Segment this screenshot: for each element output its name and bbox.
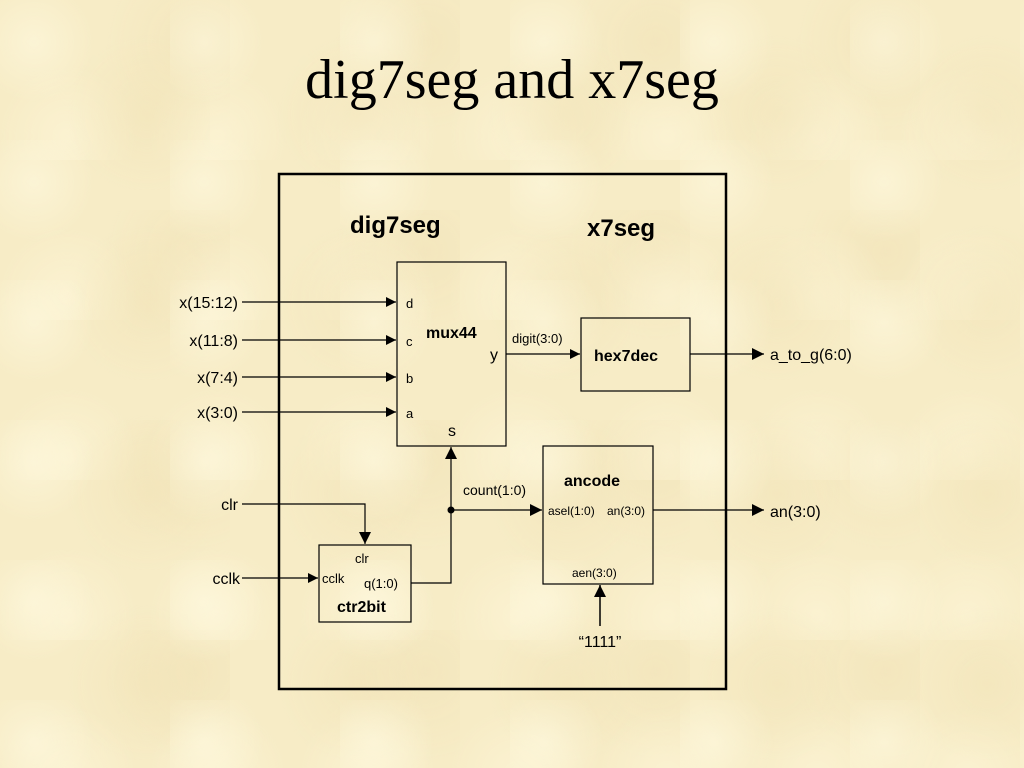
outer-module-box — [277, 172, 728, 691]
dig7seg-label: dig7seg — [350, 212, 441, 239]
wire-count-q — [411, 510, 452, 584]
input-const-1111: “1111” — [579, 634, 622, 651]
ancode-name: ancode — [564, 473, 620, 490]
mux44-port-y: y — [490, 347, 498, 364]
mux44-port-s: s — [448, 423, 456, 440]
input-clr: clr — [221, 497, 239, 514]
input-x3-0: x(3:0) — [197, 405, 238, 422]
mux44-port-d: d — [406, 296, 413, 311]
ctr2bit-port-clr: clr — [355, 551, 369, 566]
slide-title: dig7seg and x7seg — [305, 49, 719, 111]
input-x15-12: x(15:12) — [179, 295, 238, 312]
mux44-port-b: b — [406, 371, 413, 386]
output-an: an(3:0) — [770, 504, 821, 521]
wire-junction — [447, 506, 455, 514]
input-cclk: cclk — [212, 571, 241, 588]
input-x7-4: x(7:4) — [197, 370, 238, 387]
signal-digit: digit(3:0) — [512, 331, 563, 346]
ancode-port-asel: asel(1:0) — [548, 504, 595, 518]
output-a-to-g: a_to_g(6:0) — [770, 347, 852, 364]
ctr2bit-name: ctr2bit — [337, 599, 387, 616]
signal-count: count(1:0) — [463, 482, 526, 498]
ancode-block — [542, 445, 654, 585]
ctr2bit-port-cclk: cclk — [322, 571, 345, 586]
mux44-port-c: c — [406, 334, 413, 349]
ancode-port-aen: aen(3:0) — [572, 566, 617, 580]
wire-clr — [242, 503, 371, 544]
input-x11-8: x(11:8) — [189, 333, 238, 350]
mux44-port-a: a — [406, 406, 414, 421]
hex7dec-name: hex7dec — [594, 348, 658, 365]
ctr2bit-port-q: q(1:0) — [364, 576, 398, 591]
x7seg-label: x7seg — [587, 215, 655, 242]
ancode-port-an: an(3:0) — [607, 504, 645, 518]
mux44-name: mux44 — [426, 325, 477, 342]
